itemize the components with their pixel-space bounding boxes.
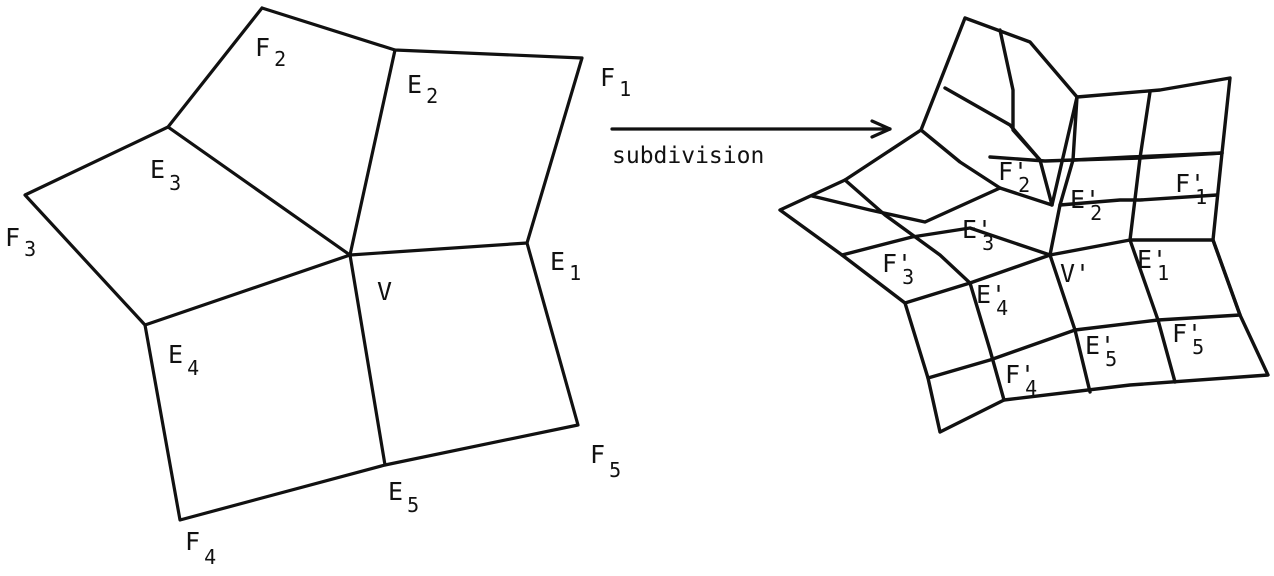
vertex-label-v-prime: V' <box>1060 259 1090 288</box>
edge-label-e5-prime: E'5 <box>1085 331 1117 371</box>
grid-line-j <box>840 226 1052 257</box>
face-label-f5-prime: F'5 <box>1172 319 1204 359</box>
grid-line-h <box>843 178 972 285</box>
grid-line-p <box>968 281 1006 402</box>
grid-line-d <box>1048 95 1079 257</box>
edge-e4 <box>143 253 352 327</box>
arrow-head <box>870 119 892 139</box>
subdivided-boundary <box>778 16 1270 434</box>
arrow-label: subdivision <box>612 143 764 169</box>
grid-line-e <box>1128 90 1152 242</box>
mesh-boundary <box>23 6 584 522</box>
grid-line-g <box>1071 151 1224 162</box>
grid-line-q <box>926 313 1242 380</box>
face-label-f4: F4 <box>185 527 216 569</box>
face-label-f5: F5 <box>590 440 621 482</box>
edge-label-e1-prime: E'1 <box>1137 245 1169 285</box>
edge-label-e3-prime: E'3 <box>962 215 994 255</box>
grid-line-i <box>810 186 1002 224</box>
grid-line-f <box>1058 193 1219 207</box>
face-label-f1-prime: F'1 <box>1175 169 1207 209</box>
edge-e1 <box>348 241 529 257</box>
edge-e2 <box>348 48 397 257</box>
face-label-f2-prime: F'2 <box>998 157 1030 197</box>
grid-line-o <box>1211 238 1242 317</box>
edge-e5 <box>348 253 387 467</box>
edge-label-e4-prime: E'4 <box>976 280 1008 320</box>
edge-e3 <box>166 125 352 257</box>
face-label-f3-prime: F'3 <box>882 249 914 289</box>
subdivided-mesh: F'1 F'2 F'3 F'4 F'5 E'1 E'2 E'3 E'4 E'5 … <box>778 16 1270 434</box>
grid-line-c <box>998 28 1042 162</box>
face-label-f4-prime: F'4 <box>1005 360 1037 400</box>
edge-label-e2-prime: E'2 <box>1070 185 1102 225</box>
subdivision-arrow: subdivision <box>610 119 892 169</box>
vertex-label-v: V <box>377 277 392 306</box>
